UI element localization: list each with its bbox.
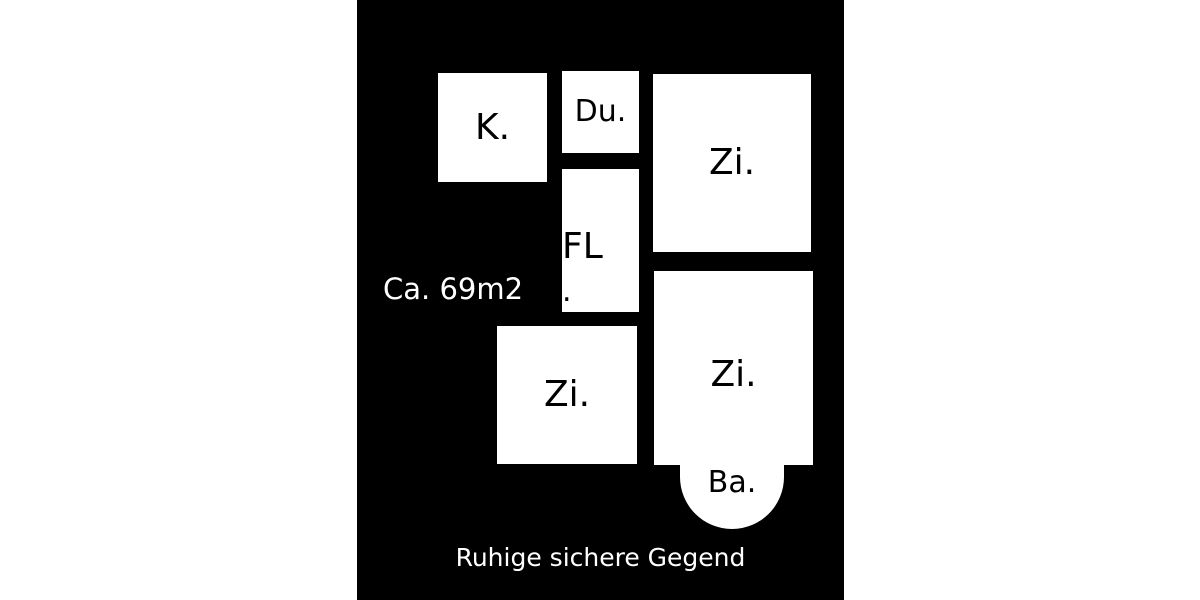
room-top-right: Zi. <box>653 74 811 252</box>
room-bottom-right-label: Zi. <box>710 354 757 395</box>
area-label: Ca. 69m2 <box>383 272 524 306</box>
room-hallway: FL . <box>562 169 639 312</box>
room-hallway-dot: . <box>562 273 572 309</box>
room-top-right-label: Zi. <box>708 142 756 183</box>
caption-text: Ruhige sichere Gegend <box>455 543 746 572</box>
room-hallway-label: FL <box>562 225 603 267</box>
room-kitchen-label: K. <box>474 106 511 148</box>
room-bathroom: Ba. <box>680 462 784 529</box>
room-kitchen: K. <box>438 73 547 182</box>
room-shower: Du. <box>562 71 639 153</box>
floorplan-panel: K. Du. Zi. FL . Zi. Zi. Ba. Ca. 69m2 Ruh… <box>357 0 844 600</box>
room-bottom-left: Zi. <box>497 326 637 464</box>
room-shower-label: Du. <box>574 94 627 129</box>
room-bathroom-label: Ba. <box>707 465 757 500</box>
room-bottom-right: Zi. <box>654 271 813 465</box>
room-bottom-left-label: Zi. <box>543 374 591 415</box>
